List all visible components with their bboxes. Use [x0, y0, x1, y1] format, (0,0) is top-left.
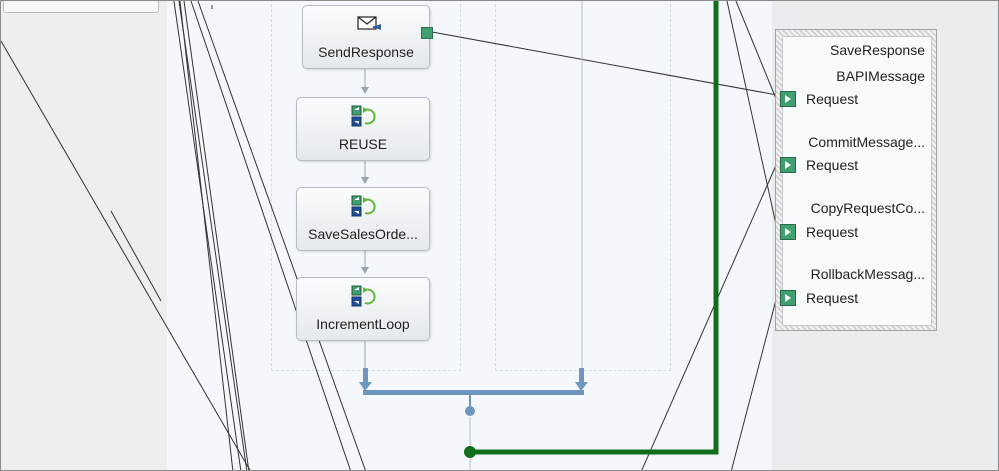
- request-row-rollbackmessage[interactable]: Request: [780, 289, 858, 307]
- request-label: Request: [806, 157, 859, 173]
- operation-rollbackmessage: RollbackMessag...: [810, 266, 925, 282]
- operation-bapimessage: BAPIMessage: [836, 68, 925, 84]
- request-label: Request: [806, 91, 859, 107]
- request-row-bapimessage[interactable]: Request: [780, 90, 858, 108]
- send-response-shape[interactable]: SendResponse: [302, 5, 430, 69]
- request-port-icon[interactable]: [780, 290, 796, 306]
- request-row-commitmessage[interactable]: Request: [780, 156, 858, 174]
- request-row-copyrequest[interactable]: Request: [780, 223, 858, 241]
- save-response-port[interactable]: SaveResponse BAPIMessage Request CommitM…: [775, 29, 937, 331]
- request-port-icon[interactable]: [780, 91, 796, 107]
- reuse-label: REUSE: [338, 136, 388, 152]
- save-response-body: SaveResponse BAPIMessage Request CommitM…: [780, 36, 932, 326]
- request-label: Request: [806, 290, 859, 306]
- reuse-shape[interactable]: REUSE: [296, 97, 430, 161]
- save-sales-order-shape[interactable]: SaveSalesOrde...: [296, 187, 430, 251]
- request-port-icon[interactable]: [780, 224, 796, 240]
- call-orchestration-icon: [351, 285, 376, 307]
- operation-copyrequest: CopyRequestCo...: [810, 200, 925, 216]
- send-response-label: SendResponse: [318, 44, 414, 60]
- save-sales-order-label: SaveSalesOrde...: [308, 226, 418, 242]
- save-response-title: SaveResponse: [830, 42, 925, 58]
- increment-loop-label: IncrementLoop: [316, 316, 410, 332]
- request-port-icon[interactable]: [780, 157, 796, 173]
- call-orchestration-icon: [351, 195, 376, 217]
- request-label: Request: [806, 224, 859, 240]
- left-port-surface: [1, 1, 167, 470]
- call-orchestration-icon: [351, 105, 376, 127]
- operation-commitmessage: CommitMessage...: [808, 134, 925, 150]
- envelope-send-icon: [357, 16, 381, 30]
- increment-loop-shape[interactable]: IncrementLoop: [296, 277, 430, 341]
- left-port-box[interactable]: [3, 1, 159, 13]
- send-response-port[interactable]: [421, 27, 433, 39]
